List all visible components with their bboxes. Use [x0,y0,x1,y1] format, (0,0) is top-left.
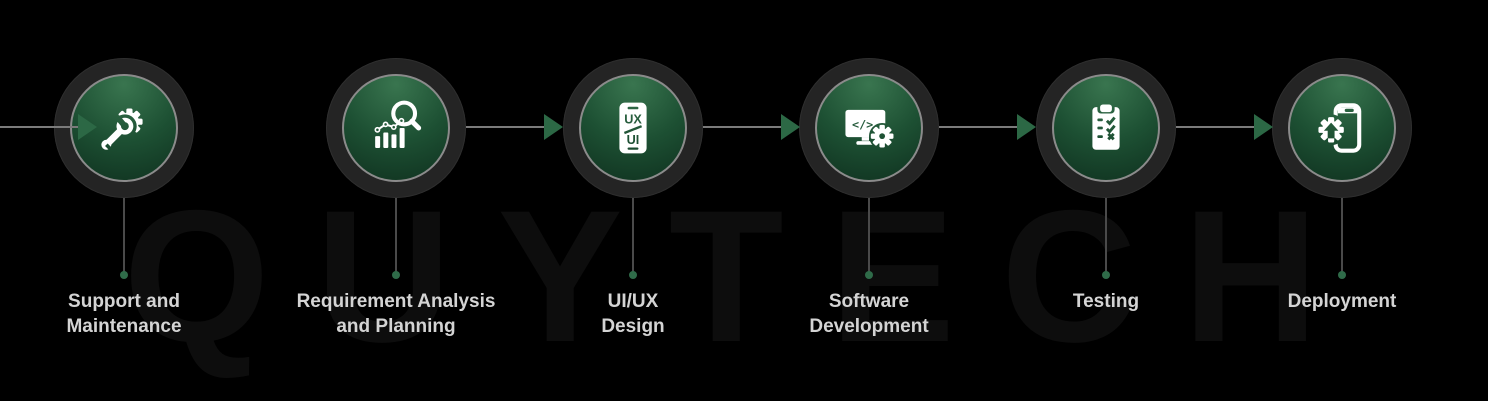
testing-checklist-icon [1077,99,1135,157]
connector-stem [868,198,870,272]
step-green-circle: </> [815,74,923,182]
step-requirement-analysis: Requirement Analysis and Planning [272,0,520,401]
wrench-gear-icon [95,99,153,157]
arrow-line [939,126,1017,128]
flow-arrow [0,114,97,140]
step-label: Support and Maintenance [0,290,248,339]
step-support-maintenance: Support and Maintenance [0,0,248,401]
step-label-line: Development [809,315,929,337]
step-outer-ring [326,58,466,198]
arrow-head-icon [781,114,800,140]
connector-stem [395,198,397,272]
arrow-line [466,126,544,128]
connector-dot [1102,271,1110,279]
step-label-line: Support and [68,291,180,312]
step-outer-ring [1272,58,1412,198]
step-label: Testing [982,290,1230,315]
analytics-magnifier-icon [367,99,425,157]
step-green-circle: UX UI [579,74,687,182]
step-label: Requirement Analysis and Planning [272,290,520,339]
flow-arrow [466,114,563,140]
connector-stem [632,198,634,272]
connector-dot [120,271,128,279]
ux-ui-phone-icon: UX UI [604,99,662,157]
step-uiux-design: UX UI UI/UX Design [509,0,757,401]
arrow-line [0,126,78,128]
connector-stem [1105,198,1107,272]
step-label-line: Design [601,315,665,337]
arrow-line [1176,126,1254,128]
arrow-head-icon [78,114,97,140]
connector-dot [629,271,637,279]
step-label-line: UI/UX [607,291,659,312]
arrow-head-icon [1254,114,1273,140]
step-label: Software Development [745,290,993,339]
deployment-phone-gear-icon [1313,99,1371,157]
connector-stem [123,198,125,272]
arrow-line [703,126,781,128]
brand-watermark: QUYTECH [123,171,1365,381]
arrow-head-icon [1017,114,1036,140]
step-label-line: Testing [1072,291,1140,312]
flow-arrow [703,114,800,140]
connector-dot [865,271,873,279]
step-testing: Testing [982,0,1230,401]
code-monitor-gear-icon: </> [840,99,898,157]
arrow-head-icon [544,114,563,140]
step-label-line: Maintenance [66,315,182,337]
step-green-circle [342,74,450,182]
step-outer-ring [1036,58,1176,198]
step-green-circle [1288,74,1396,182]
step-outer-ring [54,58,194,198]
step-outer-ring: UX UI [563,58,703,198]
connector-dot [392,271,400,279]
step-label: UI/UX Design [509,290,757,339]
step-green-circle [1052,74,1160,182]
connector-dot [1338,271,1346,279]
step-label: Deployment [1218,290,1466,315]
step-label-line: Software [828,291,910,312]
step-label-line: and Planning [336,315,456,337]
step-deployment: Deployment [1218,0,1466,401]
connector-stem [1341,198,1343,272]
step-label-line: Deployment [1287,291,1397,312]
flow-arrow [1176,114,1273,140]
step-outer-ring: </> [799,58,939,198]
step-label-line: Requirement Analysis [296,291,496,312]
step-software-development: </> [745,0,993,401]
flow-arrow [939,114,1036,140]
